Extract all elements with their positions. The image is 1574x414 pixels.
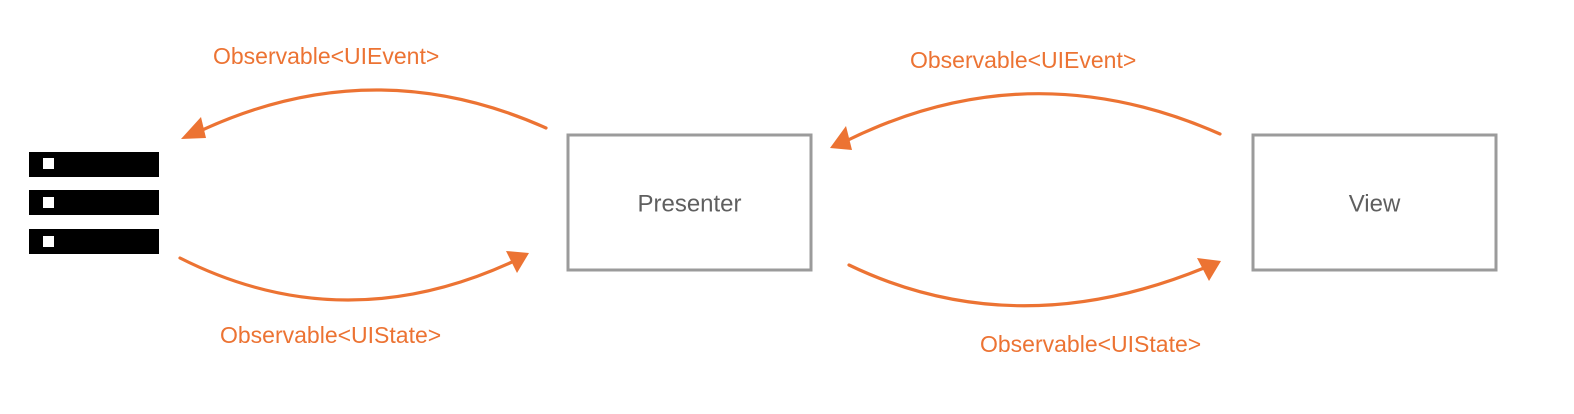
server-led-1 [43,158,54,169]
edge-presenter-to-view-line [847,263,1206,308]
edge-view-to-presenter: Observable<UIEvent> [830,47,1222,150]
server-led-3 [43,236,54,247]
edge-view-to-presenter-label: Observable<UIEvent> [910,47,1136,73]
edge-presenter-to-server-label: Observable<UIEvent> [213,43,439,69]
view-box [1251,133,1498,272]
edge-presenter-to-server-line [196,88,548,134]
edge-presenter-to-server-arrowhead [181,117,206,139]
edge-presenter-to-view-label: Observable<UIState> [980,331,1201,357]
presenter-box [566,133,813,272]
server-stack-icon [29,152,159,254]
edge-presenter-to-view-arrowhead [1197,258,1221,281]
edge-presenter-to-view: Observable<UIState> [847,258,1221,357]
edge-server-to-presenter-label: Observable<UIState> [220,322,441,348]
edge-presenter-to-server: Observable<UIEvent> [181,43,548,139]
edge-server-to-presenter: Observable<UIState> [178,251,529,348]
presenter-label: Presenter [637,191,741,218]
edge-server-to-presenter-arrowhead [506,251,529,273]
view-label: View [1349,191,1401,218]
edge-view-to-presenter-arrowhead [830,126,852,150]
view-node: View [1251,133,1498,272]
edge-view-to-presenter-line [844,92,1222,143]
edge-server-to-presenter-line [178,256,514,302]
presenter-node: Presenter [566,133,813,272]
server-led-2 [43,197,54,208]
